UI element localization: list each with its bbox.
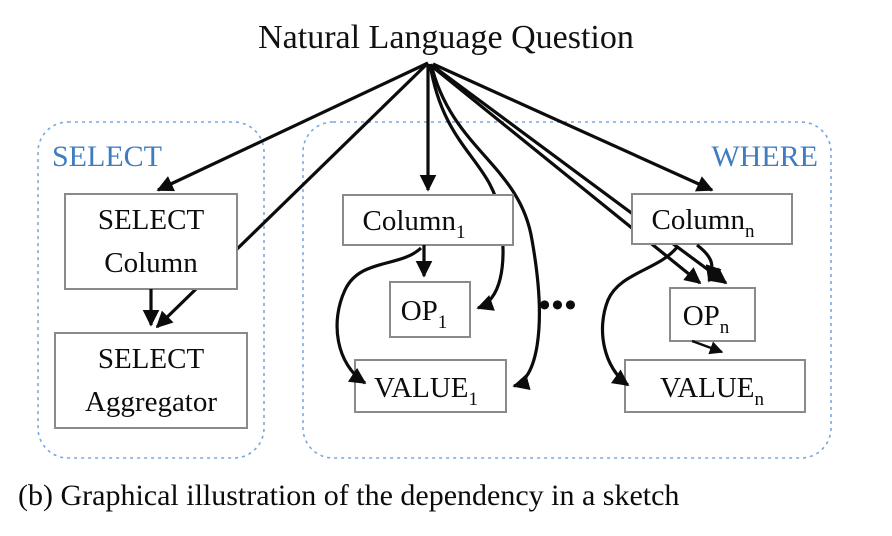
edge-question-to-value-1 — [429, 63, 541, 391]
node-label-column-1-sub: 1 — [456, 222, 466, 243]
edge-question-to-op-1 — [428, 63, 505, 311]
ellipsis-label: ••• — [539, 287, 578, 324]
node-label-select-column-line1: SELECT — [98, 204, 205, 236]
node-label-op-n-base: OP — [683, 300, 720, 332]
node-box-op-n[interactable] — [669, 287, 756, 342]
node-label-value-n-base: VALUE — [660, 372, 755, 404]
node-box-op-1[interactable] — [389, 281, 471, 338]
edge-question-to-column-n — [432, 62, 714, 192]
node-label-value-1-base: VALUE — [374, 372, 469, 404]
edge-question-to-op-n — [432, 64, 728, 285]
node-box-select-column[interactable] — [64, 193, 238, 290]
node-label-column-1: Column1 — [363, 205, 466, 243]
node-value-1[interactable]: VALUE1 — [354, 359, 507, 413]
node-label-value-n-sub: n — [755, 389, 765, 410]
edge-column-n-to-op-n — [696, 243, 722, 283]
page-title: Natural Language Question — [258, 19, 634, 56]
group-box-where — [302, 121, 832, 459]
node-column-1[interactable]: Column1 — [342, 194, 514, 246]
node-label-column-n: Columnn — [652, 204, 755, 242]
group-label-select: SELECT — [52, 140, 162, 173]
node-label-value-1-sub: 1 — [469, 389, 479, 410]
node-column-n[interactable]: Columnn — [631, 193, 793, 245]
group-label-where: WHERE — [711, 140, 818, 173]
edge-op-n-to-value-n — [691, 339, 724, 355]
node-label-op-1-base: OP — [401, 295, 438, 327]
node-label-op-n: OPn — [683, 300, 730, 338]
node-select-aggregator[interactable]: SELECT Aggregator — [54, 332, 248, 429]
node-op-1[interactable]: OP1 — [389, 281, 471, 338]
node-label-value-1: VALUE1 — [374, 372, 478, 410]
node-label-op-n-sub: n — [720, 317, 730, 338]
node-box-column-n[interactable] — [631, 193, 793, 245]
node-box-value-1[interactable] — [354, 359, 507, 413]
edge-question-to-value-n — [432, 66, 702, 285]
edge-question-to-select-column — [156, 61, 429, 192]
node-label-op-1: OP1 — [401, 295, 448, 333]
node-box-value-n[interactable] — [624, 359, 806, 413]
node-label-select-aggregator-line2: Aggregator — [85, 386, 217, 418]
node-box-select-aggregator[interactable] — [54, 332, 248, 429]
node-label-select-aggregator-line1: SELECT — [98, 343, 205, 375]
node-op-n[interactable]: OPn — [669, 287, 756, 342]
node-box-column-1[interactable] — [342, 194, 514, 246]
node-label-column-n-sub: n — [745, 221, 755, 242]
node-label-op-1-sub: 1 — [438, 312, 448, 333]
node-label-column-1-base: Column — [363, 205, 457, 237]
figure-caption: (b) Graphical illustration of the depend… — [18, 479, 679, 512]
node-select-column[interactable]: SELECT Column — [64, 193, 238, 290]
edge-column-n-to-value-n — [600, 245, 680, 387]
node-label-column-n-base: Column — [652, 204, 746, 236]
group-box-select — [37, 121, 265, 459]
node-label-select-column-line2: Column — [104, 247, 198, 279]
node-label-value-n: VALUEn — [660, 372, 765, 410]
edge-column-1-to-value-1 — [335, 246, 423, 385]
node-value-n[interactable]: VALUEn — [624, 359, 806, 413]
